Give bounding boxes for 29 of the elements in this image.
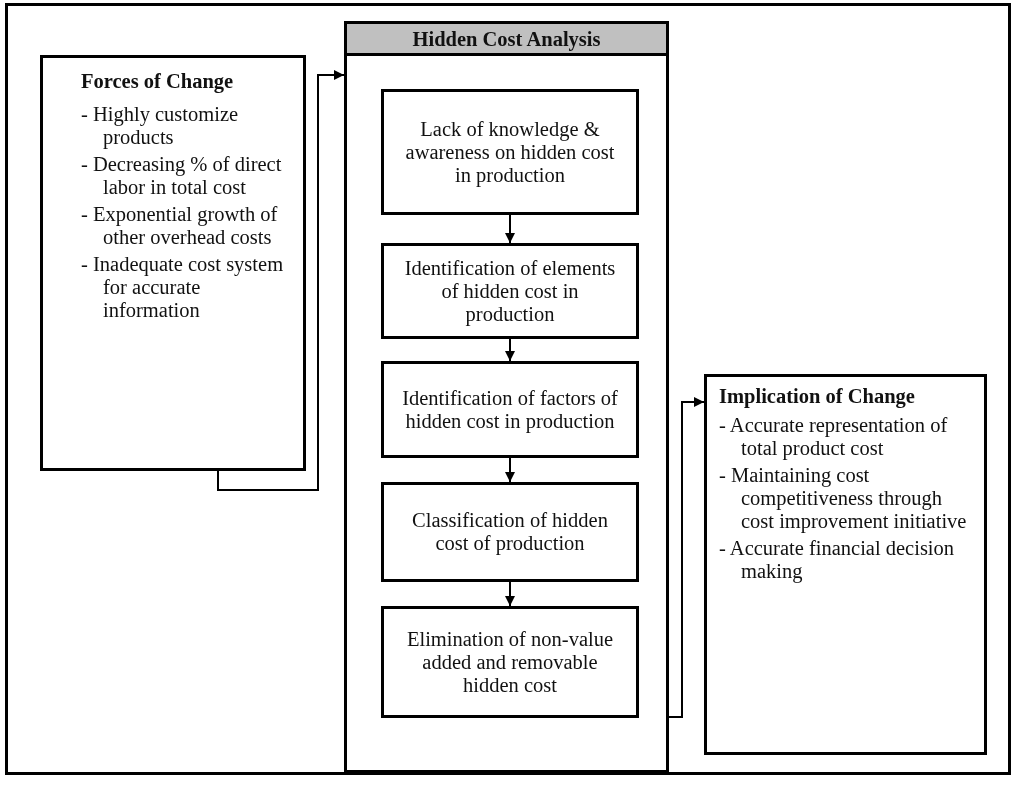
process-box: [381, 243, 639, 339]
arrow: [505, 457, 515, 483]
process-box: [381, 482, 639, 582]
arrow: [505, 214, 515, 244]
arrow: [668, 397, 705, 718]
bullet-item: - Exponential growth of other overhead costs: [81, 203, 279, 249]
text-box: [704, 374, 987, 755]
box-heading: Implication of Change: [719, 385, 916, 408]
bullet-item: - Maintaining cost competitiveness through cost improvement initiative: [719, 464, 968, 533]
step-text: Elimination of non-value added and removable hidden cost: [405, 627, 615, 697]
step-text: Lack of knowledge & awareness on hidden cost in production: [404, 117, 616, 187]
arrow: [505, 338, 515, 362]
bullet-item: - Inadequate cost system for accurate information: [81, 253, 285, 322]
process-box: [381, 361, 639, 458]
arrow: [505, 581, 515, 607]
step-text: Identification of factors of hidden cost in production: [401, 386, 619, 433]
step-text: Classification of hidden cost of production: [411, 509, 609, 555]
bullet-item: - Accurate representation of total product cost: [719, 414, 949, 460]
group-panel: [344, 21, 669, 773]
step-text: Identification of elements of hidden cost in production: [403, 256, 617, 326]
process-box: [381, 606, 639, 718]
box-heading: Forces of Change: [81, 70, 235, 93]
bullet-item: - Accurate financial decision making: [719, 537, 956, 583]
process-box: [381, 89, 639, 215]
text-box: [40, 55, 306, 471]
arrow: [217, 70, 345, 491]
bullet-item: - Highly customize products: [81, 103, 240, 149]
panel-heading: Hidden Cost Analysis: [347, 24, 666, 56]
bullet-item: - Decreasing % of direct labor in total cost: [81, 153, 283, 199]
